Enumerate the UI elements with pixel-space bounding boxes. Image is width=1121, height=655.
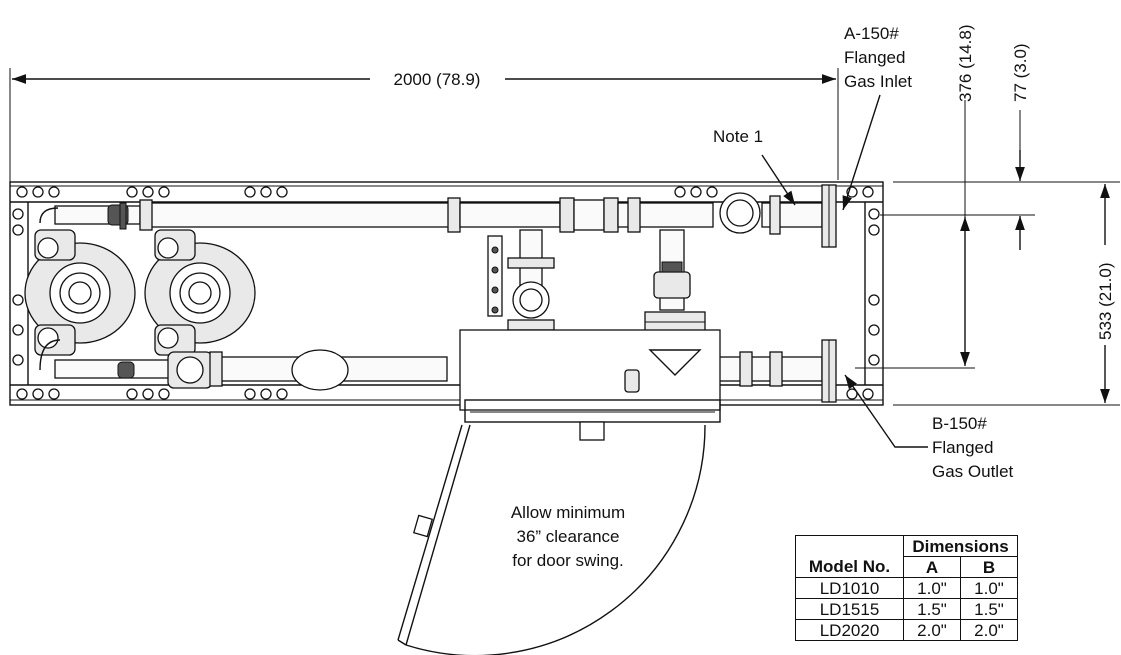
bolt-hole: [32, 388, 44, 400]
inlet-callout-line2: Flanged: [844, 48, 905, 67]
a-cell: 1.5": [903, 598, 961, 620]
skid-frame: [9, 181, 884, 406]
bolt-hole: [276, 388, 288, 400]
bolt-hole: [868, 324, 880, 336]
bolt-hole: [862, 186, 874, 198]
door-note-line3: for door swing.: [512, 551, 624, 570]
table-row: LD1515 1.5" 1.5": [795, 598, 1018, 620]
b-cell: 1.5": [960, 598, 1018, 620]
bolt-hole: [12, 354, 24, 366]
bolt-hole: [142, 186, 154, 198]
table-row: LD1010 1.0" 1.0": [795, 577, 1018, 599]
bolt-hole: [12, 224, 24, 236]
outlet-callout-line1: B-150#: [932, 414, 987, 433]
door-note-line1: Allow minimum: [511, 503, 625, 522]
callout-leaders: [761, 94, 928, 448]
depth-label: 533 (21.0): [1096, 263, 1115, 341]
bolt-hole: [260, 186, 272, 198]
bolt-hole: [142, 388, 154, 400]
bolt-hole: [12, 324, 24, 336]
pump-right: [144, 229, 256, 356]
inlet-callout-line1: A-150#: [844, 24, 899, 43]
b-cell: 2.0": [960, 619, 1018, 641]
right-dimensions: 376 (14.8) 77 (3.0) 533 (21.0): [855, 25, 1120, 406]
door-swing: [397, 424, 706, 655]
inlet-offset-label: 376 (14.8): [956, 25, 975, 103]
bolt-hole: [16, 186, 28, 198]
top-offset-label: 77 (3.0): [1011, 43, 1030, 102]
outlet-callout: B-150# Flanged Gas Outlet: [932, 414, 1014, 481]
outlet-callout-line3: Gas Outlet: [932, 462, 1014, 481]
bolt-hole: [868, 208, 880, 220]
bolt-hole: [868, 294, 880, 306]
model-cell: LD2020: [795, 619, 904, 641]
control-cabinet: [459, 329, 721, 441]
bolt-hole: [276, 186, 288, 198]
door-note: Allow minimum 36” clearance for door swi…: [511, 503, 625, 570]
door-note-line2: 36” clearance: [516, 527, 619, 546]
bolt-hole: [868, 224, 880, 236]
bolt-hole: [158, 186, 170, 198]
bolt-hole: [260, 388, 272, 400]
bolt-hole: [244, 388, 256, 400]
table-corner: [795, 535, 904, 557]
a-cell: 1.0": [903, 577, 961, 599]
dimensions-table: Dimensions Model No. A B LD1010 1.0" 1.0…: [795, 535, 1018, 641]
col-a-header: A: [903, 556, 961, 578]
bolt-hole: [126, 388, 138, 400]
outlet-callout-line2: Flanged: [932, 438, 993, 457]
bolt-hole: [48, 388, 60, 400]
inlet-callout-line3: Gas Inlet: [844, 72, 912, 91]
bolt-hole: [706, 186, 718, 198]
model-cell: LD1010: [795, 577, 904, 599]
bolt-hole: [16, 388, 28, 400]
bolt-hole: [12, 294, 24, 306]
model-cell: LD1515: [795, 598, 904, 620]
bolt-hole: [868, 354, 880, 366]
inlet-callout: A-150# Flanged Gas Inlet: [844, 24, 912, 91]
bolt-hole: [674, 186, 686, 198]
note-label: Note 1: [713, 127, 763, 146]
a-cell: 2.0": [903, 619, 961, 641]
table-row: LD2020 2.0" 2.0": [795, 619, 1018, 641]
bolt-hole: [158, 388, 170, 400]
bolt-hole: [126, 186, 138, 198]
bolt-hole: [12, 208, 24, 220]
bolt-hole: [690, 186, 702, 198]
width-dimension: 2000 (78.9): [9, 68, 839, 185]
col-b-header: B: [960, 556, 1018, 578]
pump-left: [24, 229, 136, 356]
bolt-hole: [862, 388, 874, 400]
top-header-pipe: [54, 184, 837, 248]
model-header: Model No.: [795, 556, 904, 578]
b-cell: 1.0": [960, 577, 1018, 599]
bolt-hole: [32, 186, 44, 198]
risers: [487, 229, 706, 335]
bolt-hole: [244, 186, 256, 198]
width-dimension-label: 2000 (78.9): [394, 70, 481, 89]
dimensions-header: Dimensions: [903, 535, 1018, 557]
bolt-hole: [48, 186, 60, 198]
